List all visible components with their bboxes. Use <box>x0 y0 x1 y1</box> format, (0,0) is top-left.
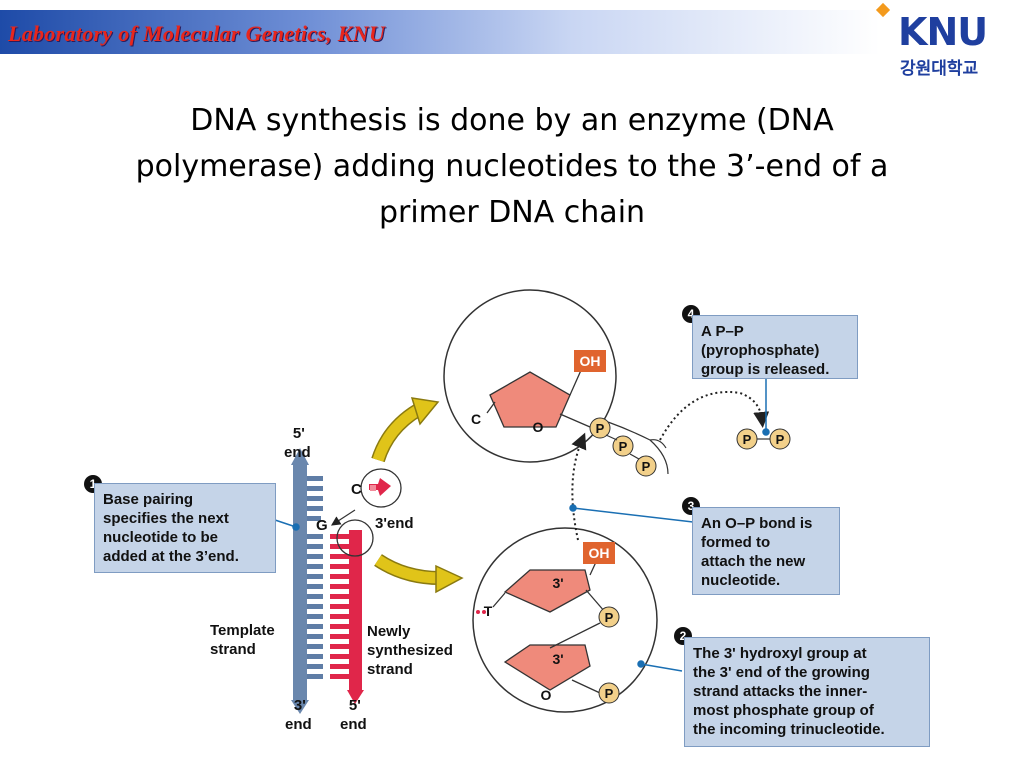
step-2-line: the incoming trinucleotide. <box>693 721 885 738</box>
o-label-bottom: O <box>541 687 552 703</box>
newly-label-line: Newly <box>367 623 411 640</box>
step-2-line: The 3' hydroxyl group at <box>693 645 867 662</box>
three-prime-label-1: 3' <box>552 575 563 591</box>
step-3-line: An O–P bond is <box>701 515 813 532</box>
top-oh-group <box>574 350 606 372</box>
new-strand <box>330 530 364 704</box>
step-1-box: Base pairing specifies the next nucleoti… <box>94 483 276 573</box>
base-c-label: C <box>351 481 362 498</box>
template-strand-label: Template strand <box>210 621 275 659</box>
top-sugar <box>489 371 571 428</box>
lab-name: Laboratory of Molecular Genetics, KNU <box>8 21 386 46</box>
bottom-sugar-lower <box>503 644 591 691</box>
p-label-3: P <box>642 459 651 474</box>
base-g-label: G <box>316 517 328 534</box>
three-prime-end-bottom: 3' end <box>285 696 312 734</box>
three-prime-end-circle <box>336 519 374 557</box>
newly-synthesized-label: Newly synthesized strand <box>367 622 453 679</box>
step-1-line: specifies the next <box>103 510 229 527</box>
step-4-line: (pyrophosphate) <box>701 342 820 359</box>
logo-subtext: 강원대학교 <box>900 59 979 79</box>
step-1-line: nucleotide to be <box>103 529 219 546</box>
end-word-label: end <box>340 716 367 733</box>
t-label: T <box>484 603 493 619</box>
end-word-label: end <box>284 444 311 461</box>
step-2-line: strand attacks the inner- <box>693 683 868 700</box>
incoming-nucleotide <box>360 468 402 508</box>
step-1-line: added at the 3’end. <box>103 548 239 565</box>
p-label-released-1: P <box>743 432 752 447</box>
step-3-box: An O–P bond is formed to attach the new … <box>692 507 840 595</box>
step-4-line: group is released. <box>701 361 830 378</box>
end-prime-label: 3' <box>293 697 306 714</box>
slide-title: DNA synthesis is done by an enzyme (DNA … <box>10 98 1014 236</box>
yellow-arrow-down <box>374 554 464 594</box>
step-4-box: A P–P (pyrophosphate) group is released. <box>692 315 858 379</box>
logo-text: KNU <box>898 10 988 54</box>
bottom-oh-group <box>583 542 615 564</box>
bottom-zoom-circle <box>472 527 658 713</box>
title-line-2: polymerase) adding nucleotides to the 3’… <box>135 149 889 184</box>
step-3-line: formed to <box>701 534 771 551</box>
three-prime-label-2: 3' <box>552 651 563 667</box>
template-label-line: Template <box>210 622 275 639</box>
p-label-1: P <box>596 421 605 436</box>
p-label-bottom-1: P <box>605 610 614 625</box>
p-label-bottom-2: P <box>605 686 614 701</box>
newly-label-line: strand <box>367 661 413 678</box>
step-4-line: A P–P <box>701 323 744 340</box>
step-1-line: Base pairing <box>103 491 194 508</box>
end-word-label: end <box>285 716 312 733</box>
bottom-sugar-upper <box>503 569 591 613</box>
knu-logo: KNU 강원대학교 <box>872 2 1024 79</box>
step-3-line: nucleotide. <box>701 572 781 589</box>
header-banner: Laboratory of Molecular Genetics, KNU <box>0 10 880 54</box>
template-label-line: strand <box>210 641 256 658</box>
five-prime-end-bottom: 5' end <box>340 696 367 734</box>
p-label-2: P <box>619 439 628 454</box>
end-prime-label: 5' <box>348 697 361 714</box>
step-3-line: attach the new <box>701 553 806 570</box>
title-line-3: primer DNA chain <box>378 195 646 230</box>
newly-label-line: synthesized <box>367 642 453 659</box>
three-prime-end-label: 3'end <box>375 515 414 532</box>
step-2-line: the 3' end of the growing <box>693 664 870 681</box>
p-label-released-2: P <box>776 432 785 447</box>
step-2-box: The 3' hydroxyl group at the 3' end of t… <box>684 637 930 747</box>
title-line-1: DNA synthesis is done by an enzyme (DNA <box>190 103 834 138</box>
step-2-line: most phosphate group of <box>693 702 874 719</box>
template-strand <box>291 448 323 714</box>
c-label-top: C <box>471 411 481 427</box>
five-prime-end-top: 5' end <box>284 424 311 462</box>
oh-label-top: OH <box>580 353 601 369</box>
oh-label-bottom: OH <box>589 545 610 561</box>
o-label-top: O <box>533 419 544 435</box>
end-prime-label: 5' <box>292 425 305 442</box>
yellow-arrow-up <box>371 397 440 463</box>
